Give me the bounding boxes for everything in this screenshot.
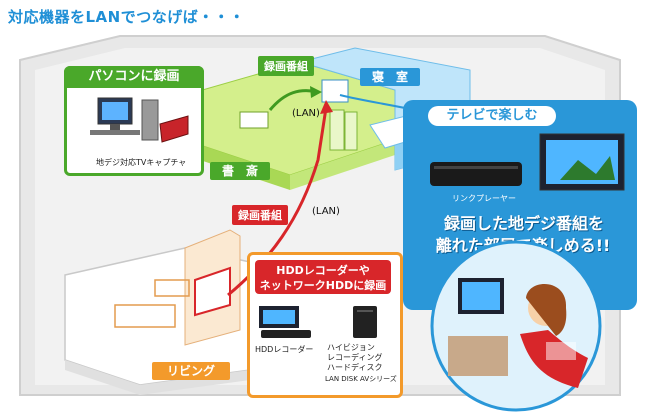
lan-arrow-green-head <box>310 86 322 98</box>
tv-illustration <box>430 133 625 191</box>
hdd-devices <box>259 306 377 338</box>
lan-disk-led <box>357 310 373 312</box>
page-title: 対応機器をLANでつなげば・・・ <box>8 8 245 26</box>
lan-label-top: (LAN) <box>292 108 320 119</box>
living-table <box>154 279 190 297</box>
living-tv <box>194 266 231 317</box>
lan-disk <box>353 306 377 338</box>
study-floor-side <box>290 140 395 190</box>
hdd-recorder-label: HDDレコーダー <box>255 345 314 354</box>
pc-illustration <box>90 97 189 143</box>
nas-line3: ハードディスク <box>327 363 383 372</box>
tv-panel-heading: テレビで楽しむ <box>428 106 556 126</box>
nas-line1: ハイビジョン <box>327 343 375 352</box>
pc-keyboard <box>90 130 140 135</box>
bedroom-tv <box>321 79 349 103</box>
girl-dress-pattern <box>546 342 576 360</box>
chair <box>448 336 508 376</box>
girl-hair <box>526 284 567 336</box>
pc-panel-heading: パソコンに録画 <box>64 66 204 88</box>
recording-tag-mid: 録画番組 <box>232 205 288 225</box>
bedroom-label: 寝 室 <box>360 68 420 86</box>
hdd-recorder <box>261 330 311 338</box>
study-shelf <box>329 109 345 151</box>
study-desk <box>239 111 269 129</box>
hdd-heading-line2: ネットワークHDDに録画 <box>259 279 387 292</box>
pc-caption: 地デジ対応TVキャプチャ <box>96 158 187 167</box>
lan-arrow-red-head <box>320 100 333 114</box>
recording-tag-top: 録画番組 <box>258 56 314 76</box>
small-tv-screen <box>462 282 500 310</box>
living-sofa <box>114 304 176 328</box>
link-player-label: リンクプレーヤー <box>452 194 516 203</box>
study-shelf-2 <box>344 111 358 151</box>
living-label: リビング <box>152 362 230 380</box>
tv-scene <box>560 156 615 180</box>
study-label: 書 斎 <box>210 162 270 180</box>
nas-line4: LAN DISK AVシリーズ <box>325 375 397 383</box>
hdd-panel-heading-bg <box>255 260 391 294</box>
lan-arrow-blue <box>339 94 406 109</box>
tv-headline-line1: 録画した地デジ番組を <box>443 214 604 233</box>
hdd-recorder-tv-screen <box>263 310 295 324</box>
pc-tower <box>141 99 159 141</box>
viewer-circle <box>430 240 602 412</box>
living-floor <box>65 360 250 395</box>
pc-stand <box>110 124 120 130</box>
nas-line2: レコーディング <box>327 353 383 362</box>
lan-arrow-red <box>227 107 328 297</box>
link-player <box>430 162 522 186</box>
capture-card <box>159 115 189 143</box>
link-player-shine <box>434 166 518 169</box>
lan-label-mid: (LAN) <box>312 206 340 217</box>
hdd-heading-line1: HDDレコーダーや <box>276 264 370 277</box>
pc-screen <box>102 102 128 120</box>
